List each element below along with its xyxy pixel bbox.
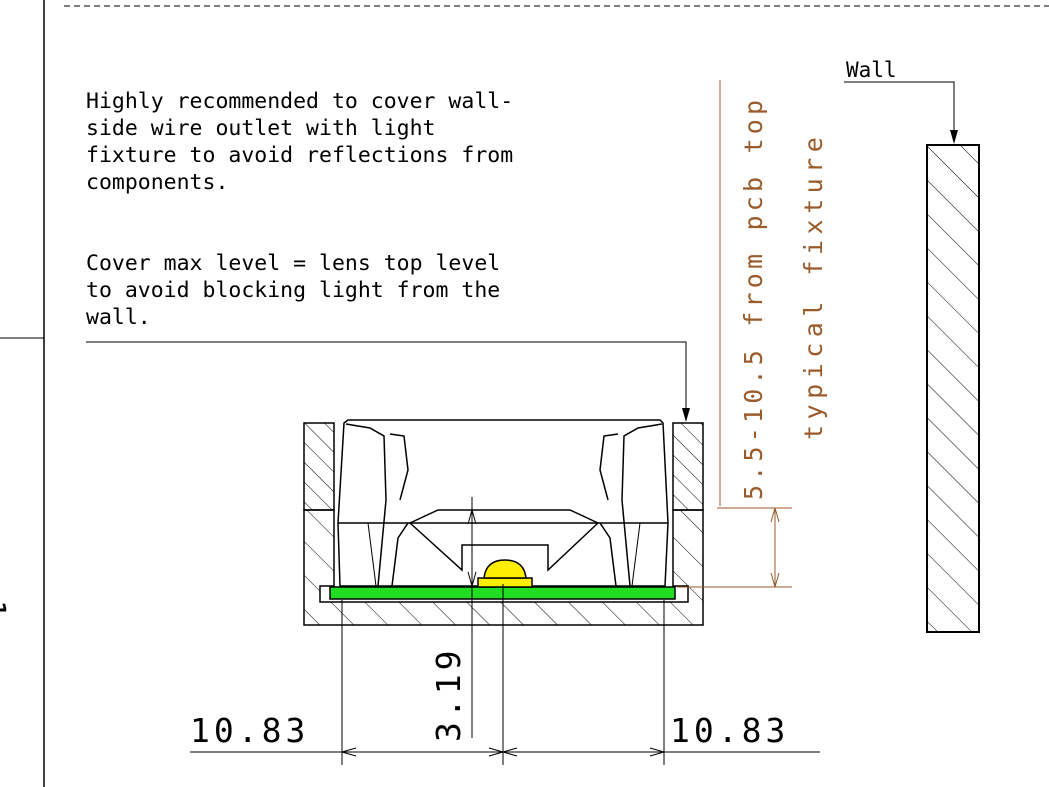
pcb-height-dimension: [677, 80, 792, 588]
led-height-dimension-lines: [467, 497, 477, 738]
note-cover-level: Cover max level = lens top level to avoi…: [86, 251, 501, 330]
wall-label: Wall: [846, 58, 897, 82]
lens-body: [337, 419, 669, 587]
wall-leader-line: [844, 81, 958, 144]
note-wire-outlet: Highly recommended to cover wall- side w…: [86, 89, 514, 195]
fixture-label: typical fixture: [799, 132, 828, 440]
led-component: [477, 559, 533, 588]
pcb-height-label: 5.5-10.5 from pcb top: [739, 96, 768, 500]
led-height-dimension: 3.19: [429, 647, 468, 742]
width-dimension-lines: [190, 584, 820, 765]
note-leader-line: [86, 341, 690, 422]
left-width-dimension: 10.83: [190, 711, 309, 750]
wall: [926, 144, 980, 633]
right-width-dimension: 10.83: [670, 711, 789, 750]
zone-marker-lower: 1: [0, 600, 11, 618]
